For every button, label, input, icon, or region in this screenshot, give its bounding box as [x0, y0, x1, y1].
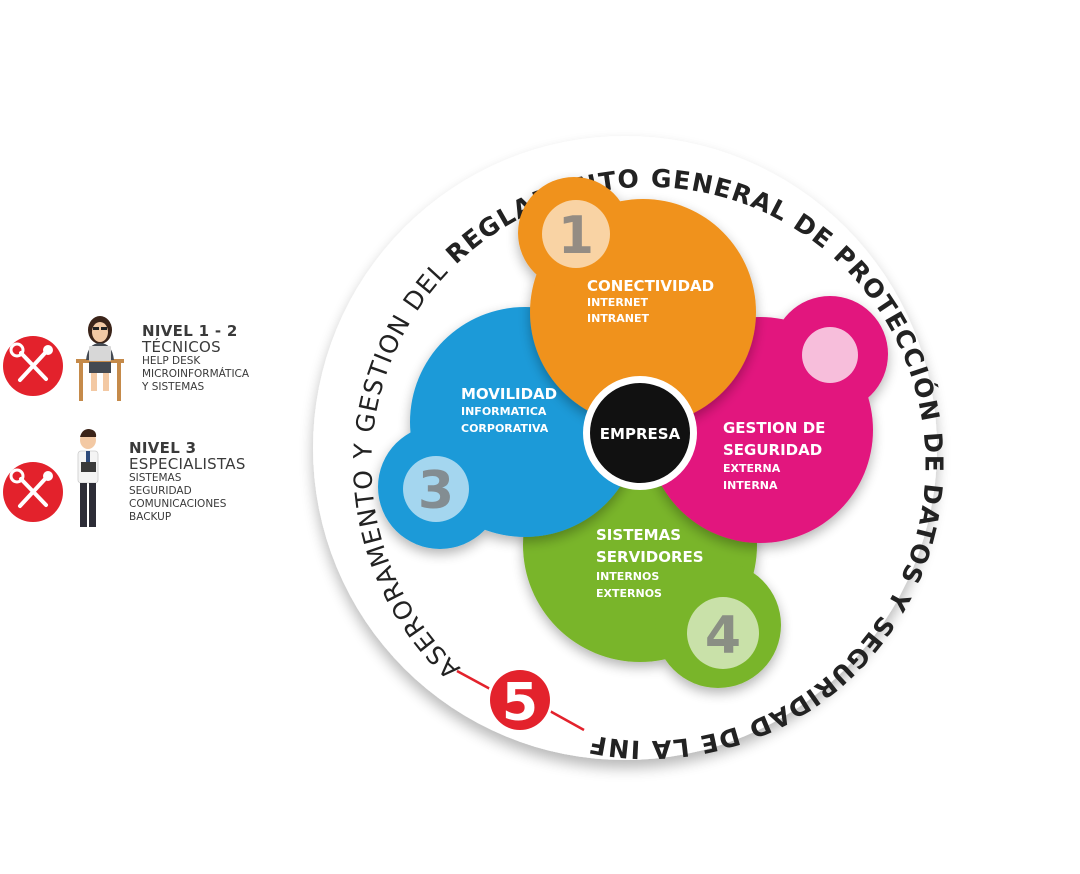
- petal-gestion-seguridad-title-2: SEGURIDAD: [723, 441, 822, 459]
- level-1-2-item: MICROINFORMÁTICA: [142, 368, 250, 380]
- level-1-2-subtitle: TÉCNICOS: [142, 338, 221, 356]
- petal-sistemas-item-2: EXTERNOS: [596, 587, 662, 600]
- level-1-2-block: NIVEL 1 - 2 TÉCNICOS HELP DESK MICROINFO…: [142, 323, 249, 394]
- badge-line-right: [547, 708, 585, 732]
- petal-gestion-seguridad-item-1: EXTERNA: [723, 462, 781, 475]
- badge-5[interactable]: [490, 670, 550, 730]
- petal-sistemas-title: SISTEMAS: [596, 526, 681, 544]
- center-circle[interactable]: [590, 383, 690, 483]
- level-3-item: BACKUP: [129, 511, 172, 523]
- number-1-circle: [542, 200, 610, 268]
- number-3-circle: [403, 456, 469, 522]
- tools-icon-2: [3, 462, 63, 522]
- level-3-title: NIVEL 3: [129, 439, 197, 457]
- number-1: 1: [558, 206, 594, 266]
- petal-sistemas-title-2: SERVIDORES: [596, 548, 704, 566]
- tools-icon: [3, 336, 63, 396]
- petal-movilidad-item-2: CORPORATIVA: [461, 422, 549, 435]
- level-1-2-title: NIVEL 1 - 2: [142, 322, 238, 340]
- level-1-2-item: HELP DESK: [142, 355, 201, 367]
- badge-line-left: [456, 669, 493, 692]
- woman-technician-icon: [76, 316, 124, 401]
- petal-gestion-seguridad-bubble: [802, 327, 858, 383]
- petal-conectividad-title: CONECTIVIDAD: [587, 277, 714, 295]
- petal-gestion-seguridad-title: GESTION DE: [723, 419, 825, 437]
- level-3-item: SISTEMAS: [129, 472, 182, 484]
- petal-sistemas-item-1: INTERNOS: [596, 570, 659, 583]
- level-3-item: COMUNICACIONES: [129, 498, 227, 510]
- number-3: 3: [418, 461, 454, 521]
- petal-gestion-seguridad-item-2: INTERNA: [723, 479, 778, 492]
- petal-conectividad-item-2: INTRANET: [587, 312, 650, 325]
- petal-conectividad-item-1: INTERNET: [587, 296, 649, 309]
- level-3-item: SEGURIDAD: [129, 485, 192, 497]
- petal-movilidad-item-1: INFORMATICA: [461, 405, 547, 418]
- center-label: EMPRESA: [600, 425, 681, 443]
- man-specialist-icon: [77, 429, 99, 527]
- number-4-circle: [687, 597, 759, 669]
- petal-movilidad-title: MOVILIDAD: [461, 385, 557, 403]
- level-3-subtitle: ESPECIALISTAS: [129, 455, 246, 473]
- badge-5-number: 5: [502, 673, 538, 733]
- level-3-block: NIVEL 3 ESPECIALISTAS SISTEMAS SEGURIDAD…: [129, 440, 246, 524]
- level-1-2-item: Y SISTEMAS: [142, 381, 205, 393]
- number-4: 4: [705, 606, 741, 666]
